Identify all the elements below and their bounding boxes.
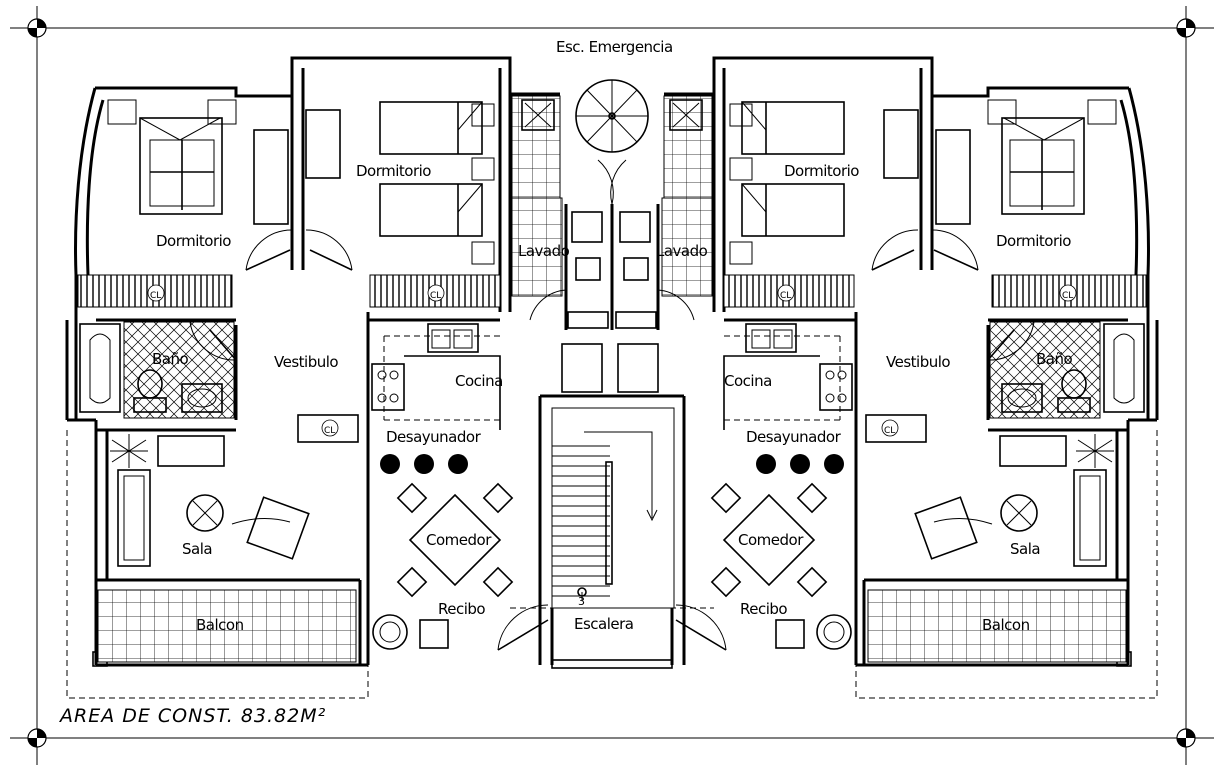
door-swings [189,159,1035,651]
room-label-dormitorio-second-right: Dormitorio [784,162,859,180]
corner-mark-top-right-icon [1176,18,1196,38]
closet-mark: CL [884,426,895,436]
bath-floor-left [123,321,235,419]
closet-mark: CL [780,291,791,301]
room-label-comedor: Comedor [426,531,492,549]
central-core [510,79,714,669]
room-label-recibo-right: Recibo [740,600,787,618]
room-label-bano: Baño [152,350,188,368]
emergency-stair-label: Esc. Emergencia [556,38,673,56]
stool-icon [380,454,844,474]
room-label-vestibulo: Vestibulo [274,353,338,371]
bed-icon-right [987,99,1117,215]
closet-mark: CL [430,291,441,301]
dining-table-icon-right [710,482,828,598]
closet-mark: CL [1062,291,1073,301]
dining-table-icon [396,482,514,598]
corner-mark-top-left-icon [27,18,47,38]
kitchen-counter-right [723,323,853,430]
twin-beds-icon [253,101,495,265]
drawing-frame [10,6,1214,765]
room-label-desayunador: Desayunador [386,428,482,446]
right-unit-walls [712,56,1159,667]
closet-mark: CL [324,426,335,436]
bath-floor-right [989,321,1101,419]
twin-beds-icon-right [729,101,971,265]
bathtub-icon [79,323,223,413]
room-label-dormitorio-main-right: Dormitorio [996,232,1071,250]
projection-outline-right [855,430,1158,699]
construction-area-label: AREA DE CONST. 83.82M² [58,705,326,727]
corner-mark-bottom-left-icon [27,728,47,748]
sofa-icon [110,434,310,567]
closet-mark: CL [150,291,161,301]
armchair-icon [372,614,852,650]
corner-mark-bottom-right-icon [1176,728,1196,748]
room-label-comedor-right: Comedor [738,531,804,549]
bathtub-icon-right [1001,323,1145,413]
left-unit-walls [65,56,512,667]
sofa-icon-right [914,434,1114,567]
balcony-floor-left [97,589,357,663]
projection-outline [66,430,369,699]
room-label-cocina-right: Cocina [724,372,772,390]
room-label-sala-right: Sala [1010,540,1040,558]
room-label-lavado-right: Lavado [656,242,708,260]
room-label-sala: Sala [182,540,212,558]
room-label-dormitorio-second: Dormitorio [356,162,431,180]
room-label-dormitorio-main: Dormitorio [156,232,231,250]
bed-icon [107,99,237,215]
room-label-vestibulo-right: Vestibulo [886,353,950,371]
room-label-balcon: Balcon [196,616,244,634]
room-label-desayunador-right: Desayunador [746,428,842,446]
room-label-balcon-right: Balcon [982,616,1030,634]
kitchen-counter [371,323,501,430]
room-label-bano-right: Baño [1036,350,1072,368]
room-label-cocina: Cocina [455,372,503,390]
closet-marker-icon [147,284,1077,437]
room-label-recibo: Recibo [438,600,485,618]
room-label-lavado: Lavado [518,242,570,260]
balcony-floor-right [867,589,1127,663]
room-label-escalera: Escalera [574,615,634,633]
stair-number: 3 [578,595,585,608]
